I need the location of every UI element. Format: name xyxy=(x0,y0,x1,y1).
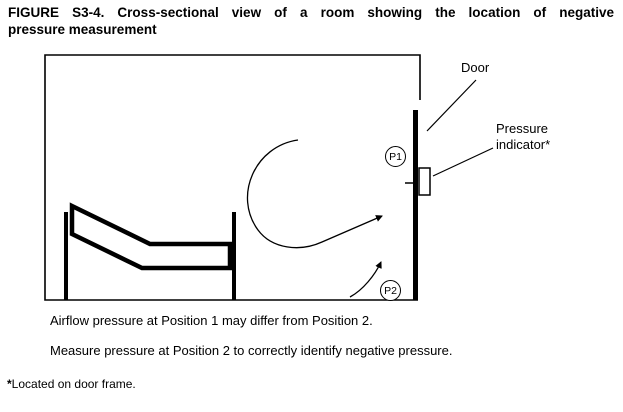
footnote-text: Located on door frame. xyxy=(11,377,136,391)
figure-title-line2: pressure measurement xyxy=(8,21,157,37)
airflow-arrow-large xyxy=(247,139,383,249)
position-2-label: P2 xyxy=(384,284,397,297)
door-leader-line xyxy=(426,79,477,132)
footnote-marker: * xyxy=(7,377,12,391)
door-label: Door xyxy=(461,60,490,75)
airflow-arrow-small xyxy=(349,261,382,298)
footnote: *Located on door frame. xyxy=(7,377,136,391)
caption-airflow-pressure: Airflow pressure at Position 1 may diffe… xyxy=(50,313,373,328)
caption-measure-pressure: Measure pressure at Position 2 to correc… xyxy=(50,343,453,358)
pressure-indicator-leader-line xyxy=(432,147,494,177)
room-outline xyxy=(44,54,421,301)
position-1-label: P1 xyxy=(389,150,402,163)
bed-shape xyxy=(69,202,233,271)
figure-title: FIGURE S3-4. Cross-sectional view of a r… xyxy=(8,5,614,38)
figure-title-line1: FIGURE S3-4. Cross-sectional view of a r… xyxy=(8,5,614,20)
position-1-marker: P1 xyxy=(385,146,406,167)
pressure-indicator-box xyxy=(418,167,431,196)
pressure-indicator-label: Pressure indicator* xyxy=(496,121,551,152)
position-2-marker: P2 xyxy=(380,280,401,301)
